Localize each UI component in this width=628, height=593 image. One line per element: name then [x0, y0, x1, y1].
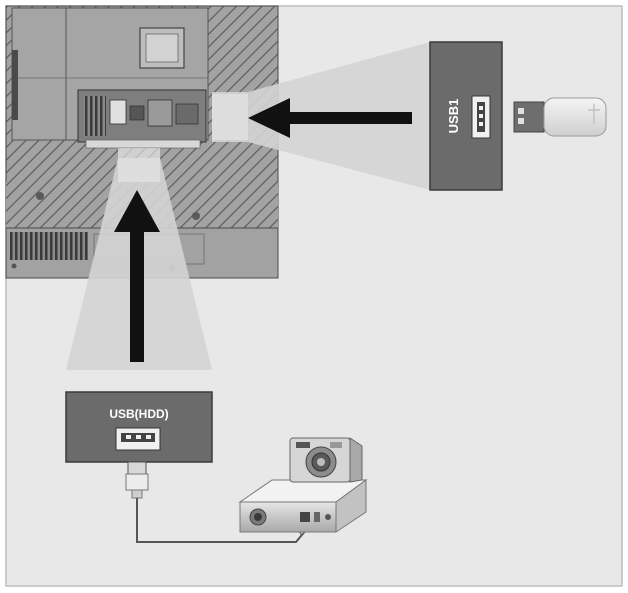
usb-stick-icon — [513, 97, 607, 137]
tv-back-panel — [5, 5, 279, 279]
usb-port-icon — [471, 95, 491, 139]
usb-port-icon — [115, 427, 161, 451]
tv-side-usb-location — [212, 94, 248, 140]
usb-plug-icon — [125, 461, 149, 499]
usb-cable — [136, 498, 307, 543]
tv-bottom-vents — [10, 232, 88, 260]
external-hard-drive-icon — [238, 479, 368, 533]
camera-icon — [289, 437, 363, 483]
hdd-usb-port-panel: USB(HDD) — [65, 391, 213, 463]
side-usb-port-panel: USB1 — [429, 41, 503, 191]
arrow-to-bottom-usb — [114, 190, 160, 362]
side-usb-label: USB1 — [446, 99, 461, 134]
arrow-to-side-usb — [248, 98, 412, 138]
hdd-usb-label: USB(HDD) — [109, 407, 168, 421]
tv-bottom-usb-location — [118, 148, 160, 182]
tv-connector-cluster — [77, 89, 207, 149]
